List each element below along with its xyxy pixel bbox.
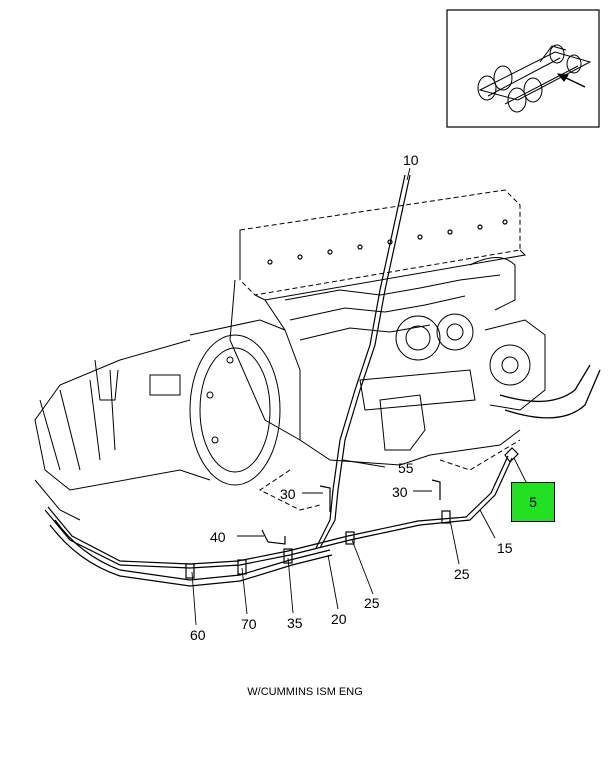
callout-35: 35: [287, 615, 303, 631]
leader-lines: [191, 167, 528, 626]
callout-70: 70: [241, 616, 257, 632]
callout-10: 10: [403, 152, 419, 168]
locator-arrow-icon: [556, 73, 586, 88]
callout-25-center: 25: [364, 595, 380, 611]
locator-inset: [446, 9, 600, 128]
callout-55: 55: [398, 460, 414, 476]
callout-60: 60: [190, 627, 206, 643]
callout-30-right: 30: [392, 484, 408, 500]
callout-5-highlighted[interactable]: 5: [511, 482, 555, 522]
callout-30-left: 30: [280, 486, 296, 502]
engine-block: [229, 189, 601, 511]
callout-15: 15: [497, 540, 513, 556]
hose-lines: [44, 174, 519, 587]
diagram-caption: W/CUMMINS ISM ENG: [247, 686, 363, 698]
callout-25-right: 25: [454, 566, 470, 582]
callout-40: 40: [210, 529, 226, 545]
transmission: [34, 319, 286, 521]
callout-20: 20: [331, 611, 347, 627]
chassis-icon: [477, 44, 592, 113]
